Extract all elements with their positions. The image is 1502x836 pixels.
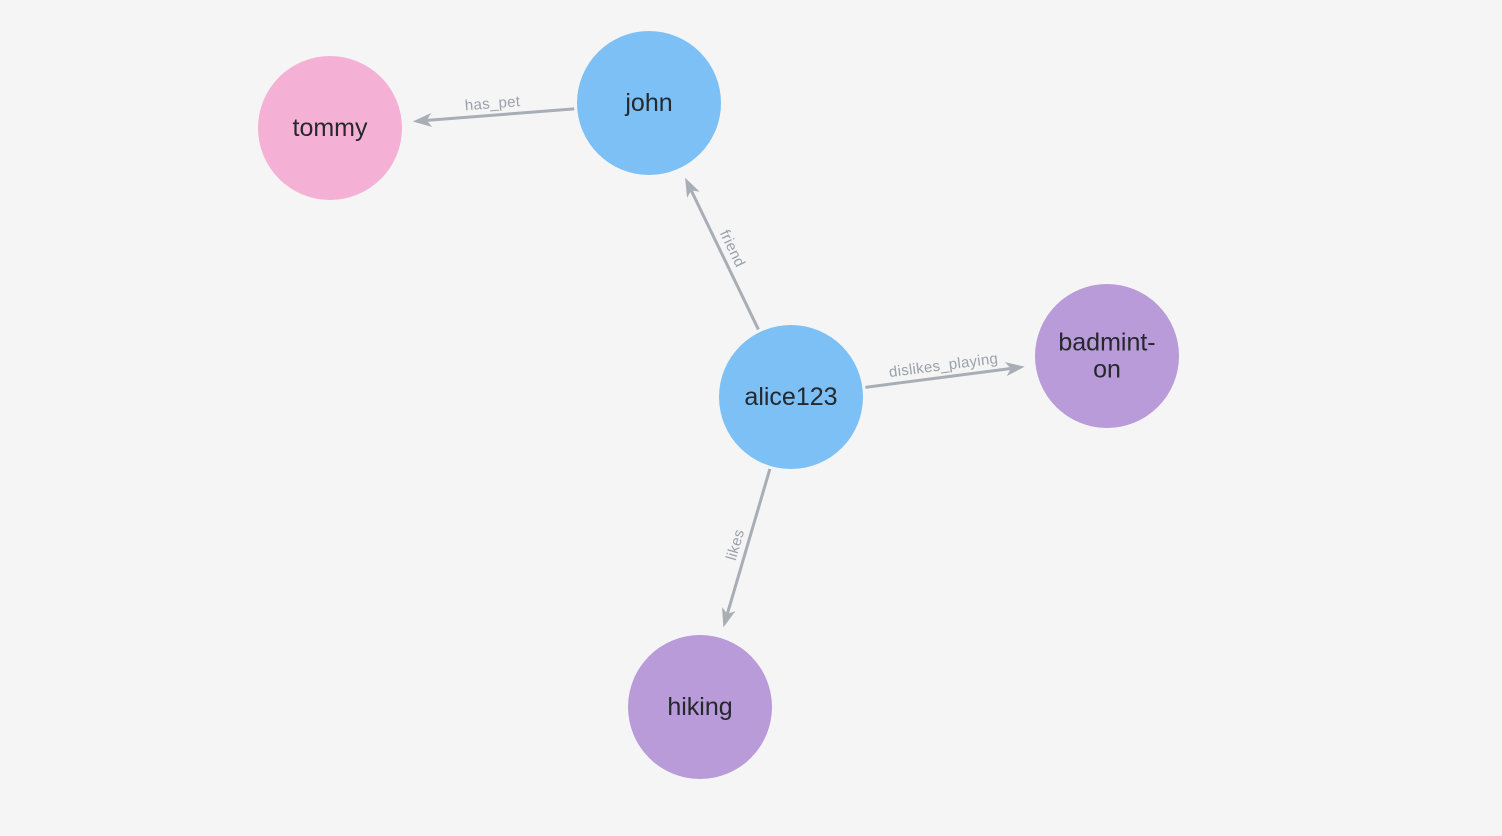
node-tommy[interactable]: tommy (258, 56, 402, 200)
edge-has_pet[interactable]: has_pet (412, 93, 575, 128)
node-circle[interactable] (628, 635, 772, 779)
edge-arrowhead-icon (722, 607, 736, 628)
node-hiking[interactable]: hiking (628, 635, 772, 779)
node-john[interactable]: john (577, 31, 721, 175)
edge-line[interactable] (725, 468, 772, 615)
node-caption: alice123 (744, 383, 837, 411)
node-badminton[interactable]: badmint-on (1035, 284, 1179, 428)
edge-friend[interactable]: friend (685, 177, 760, 331)
edge-label: has_pet (464, 93, 521, 114)
node-caption: badmint- (1058, 329, 1155, 357)
node-caption: tommy (293, 114, 369, 142)
edge-line[interactable] (689, 189, 760, 331)
edge-arrowhead-icon (412, 113, 433, 128)
node-caption: on (1093, 356, 1121, 384)
edge-arrowhead-icon (1004, 362, 1025, 377)
edge-line[interactable] (426, 107, 575, 122)
node-circle[interactable] (719, 325, 863, 469)
node-circle[interactable] (577, 31, 721, 175)
edge-likes[interactable]: likes (722, 468, 772, 628)
node-caption: john (624, 89, 672, 117)
node-alice123[interactable]: alice123 (719, 325, 863, 469)
edge-arrowhead-icon (685, 177, 700, 198)
edge-dislikes_playing[interactable]: dislikes_playing (865, 350, 1025, 389)
edge-line[interactable] (865, 366, 1011, 389)
node-caption: hiking (667, 693, 732, 721)
node-circle[interactable] (1035, 284, 1179, 428)
node-circle[interactable] (258, 56, 402, 200)
